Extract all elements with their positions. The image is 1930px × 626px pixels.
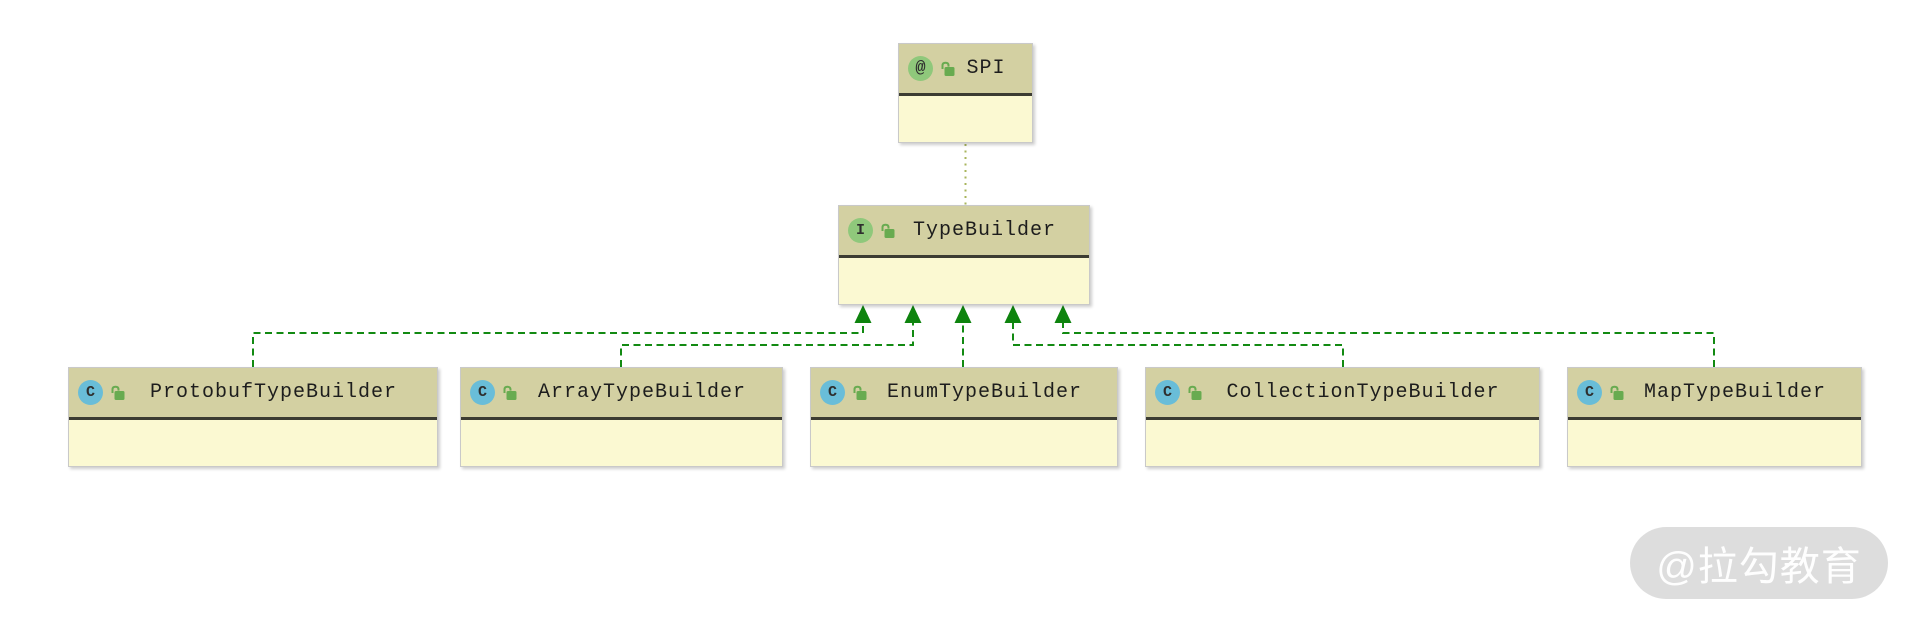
arrowhead-icon bbox=[904, 305, 922, 323]
node-header: @ SPI bbox=[899, 44, 1032, 96]
annotation-icon: @ bbox=[908, 56, 933, 81]
node-label: ProtobufTypeBuilder bbox=[149, 381, 398, 404]
node-label: MapTypeBuilder bbox=[1643, 381, 1827, 404]
node-header: C ArrayTypeBuilder bbox=[461, 368, 782, 420]
class-node-collectiontypebuilder[interactable]: C CollectionTypeBuilder bbox=[1145, 367, 1540, 467]
edge-implements-collectiontypebuilder[interactable] bbox=[1004, 305, 1344, 367]
node-label: SPI bbox=[966, 57, 1006, 80]
arrowhead-icon bbox=[1054, 305, 1072, 323]
class-node-protobuftypebuilder[interactable]: C ProtobufTypeBuilder bbox=[68, 367, 438, 467]
class-node-arraytypebuilder[interactable]: C ArrayTypeBuilder bbox=[460, 367, 783, 467]
arrowhead-icon bbox=[854, 305, 872, 323]
node-fields-compartment bbox=[811, 420, 1117, 466]
public-lock-icon bbox=[940, 61, 956, 77]
node-fields-compartment bbox=[461, 420, 782, 466]
public-lock-icon bbox=[1609, 385, 1625, 401]
node-header: C ProtobufTypeBuilder bbox=[69, 368, 437, 420]
class-icon: C bbox=[1577, 380, 1602, 405]
node-header: C CollectionTypeBuilder bbox=[1146, 368, 1539, 420]
interface-icon: I bbox=[848, 218, 873, 243]
class-icon: C bbox=[820, 380, 845, 405]
watermark-badge: @拉勾教育 bbox=[1630, 527, 1888, 599]
public-lock-icon bbox=[880, 223, 896, 239]
edge-implements-enumtypebuilder[interactable] bbox=[954, 305, 972, 367]
public-lock-icon bbox=[502, 385, 518, 401]
class-icon: C bbox=[1155, 380, 1180, 405]
node-fields-compartment bbox=[1568, 420, 1861, 466]
node-label: EnumTypeBuilder bbox=[886, 381, 1083, 404]
node-label: CollectionTypeBuilder bbox=[1226, 381, 1500, 404]
arrowhead-icon bbox=[1004, 305, 1022, 323]
node-label: ArrayTypeBuilder bbox=[537, 381, 747, 404]
node-label: TypeBuilder bbox=[912, 219, 1057, 242]
node-fields-compartment bbox=[69, 420, 437, 466]
public-lock-icon bbox=[1187, 385, 1203, 401]
class-node-maptypebuilder[interactable]: C MapTypeBuilder bbox=[1567, 367, 1862, 467]
class-icon: C bbox=[470, 380, 495, 405]
node-fields-compartment bbox=[1146, 420, 1539, 466]
public-lock-icon bbox=[852, 385, 868, 401]
node-fields-compartment bbox=[839, 258, 1089, 304]
node-header: C MapTypeBuilder bbox=[1568, 368, 1861, 420]
node-header: I TypeBuilder bbox=[839, 206, 1089, 258]
class-node-typebuilder[interactable]: I TypeBuilder bbox=[838, 205, 1090, 305]
node-header: C EnumTypeBuilder bbox=[811, 368, 1117, 420]
node-fields-compartment bbox=[899, 96, 1032, 142]
public-lock-icon bbox=[110, 385, 126, 401]
edge-implements-arraytypebuilder[interactable] bbox=[620, 305, 922, 367]
class-node-enumtypebuilder[interactable]: C EnumTypeBuilder bbox=[810, 367, 1118, 467]
class-node-spi[interactable]: @ SPI bbox=[898, 43, 1033, 143]
class-icon: C bbox=[78, 380, 103, 405]
edge-implements-protobuftypebuilder[interactable] bbox=[252, 305, 872, 367]
arrowhead-icon bbox=[954, 305, 972, 323]
edge-implements-maptypebuilder[interactable] bbox=[1054, 305, 1715, 367]
